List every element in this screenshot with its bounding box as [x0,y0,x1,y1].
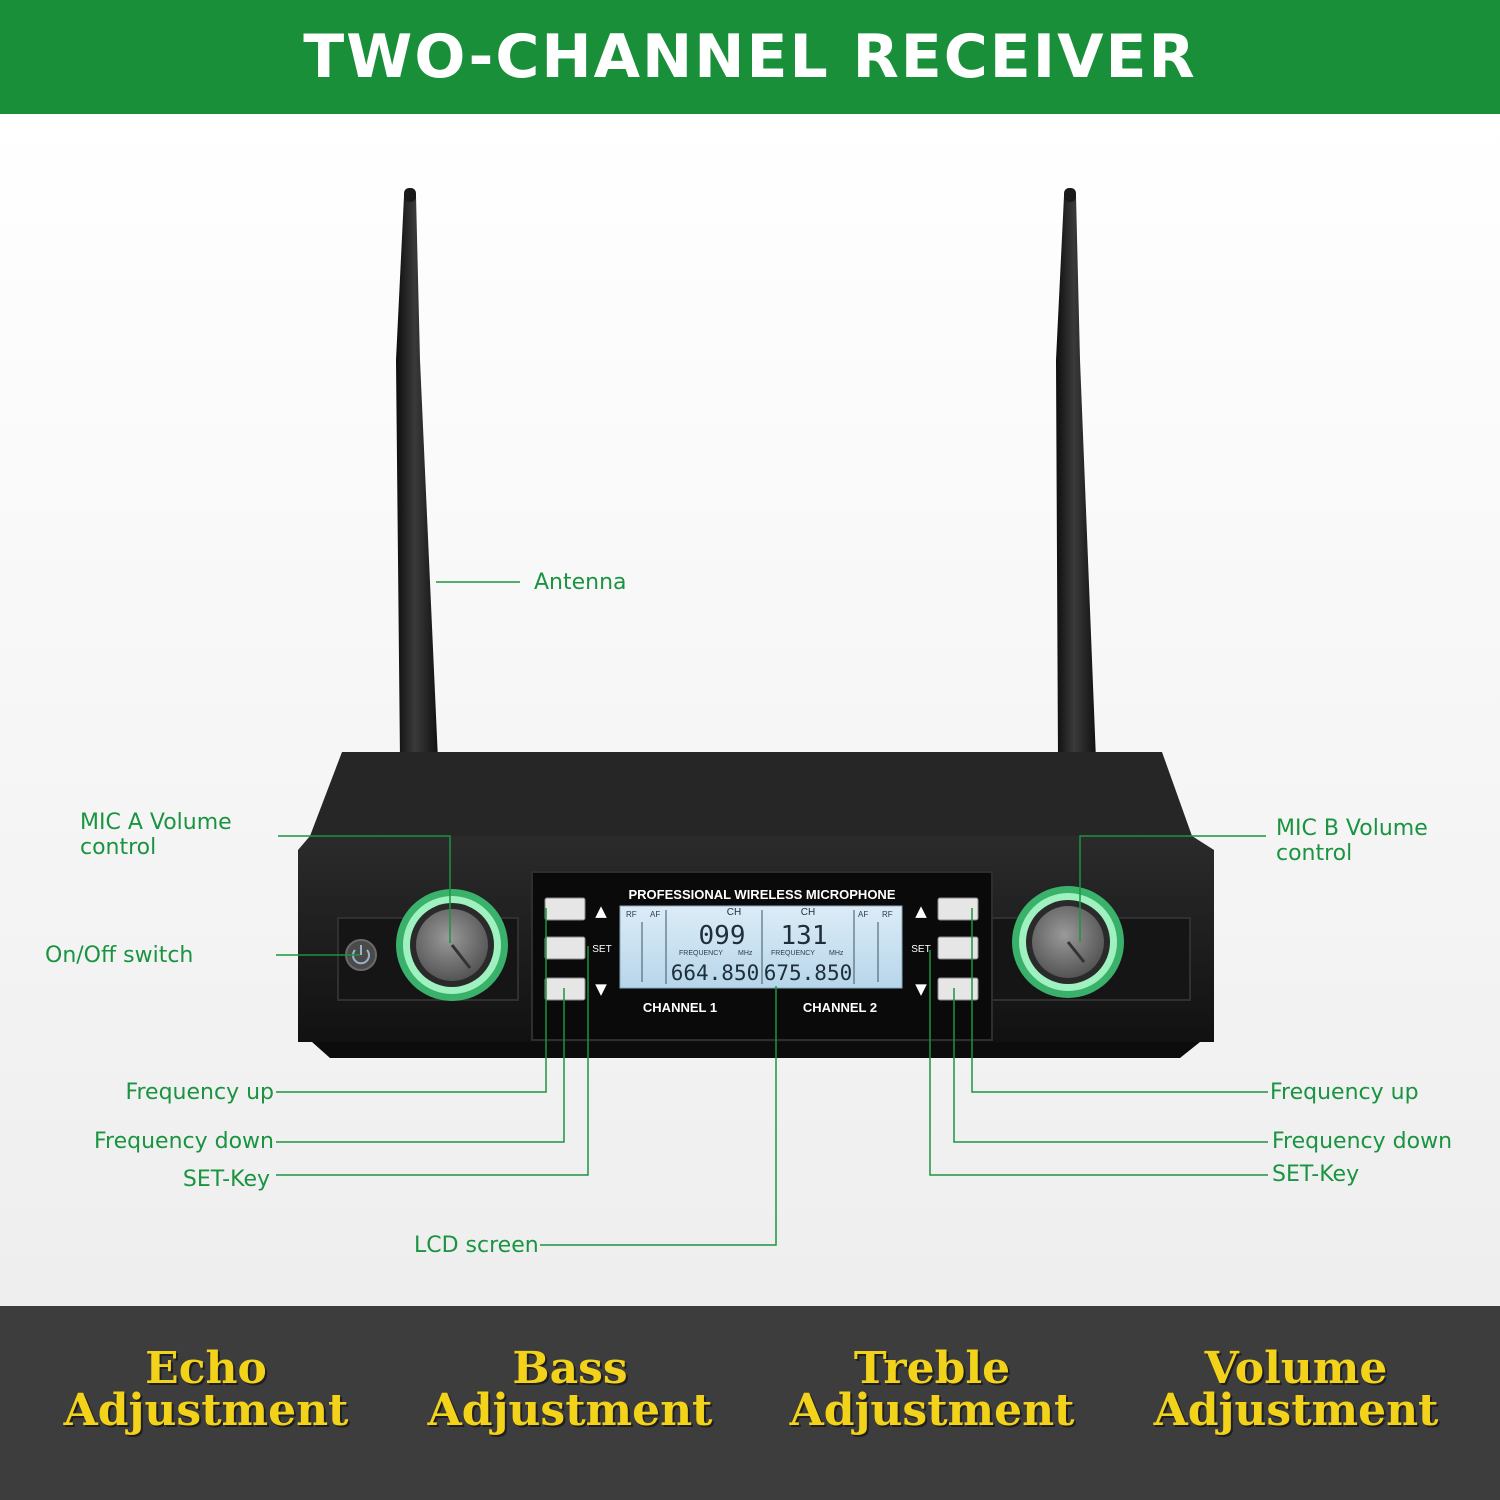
lcd-rf-label-left: RF [626,910,637,919]
leader-lines [276,581,1268,1246]
channel-2-label: CHANNEL 2 [803,1000,877,1015]
lcd-channel-1-number: 099 [699,921,746,951]
callout-right-frequency-up: Frequency up [1270,1080,1419,1105]
header-banner: TWO-CHANNEL RECEIVER [0,0,1500,114]
lcd-channel-2-frequency: 675.850 [764,961,853,985]
channel-1-buttons: ▲ SET ▼ [544,897,612,1001]
lcd-ch-label-2: CH [801,907,815,918]
channel-2-set-button[interactable] [937,936,979,960]
mic-b-volume-knob[interactable] [1012,886,1124,998]
callout-mic-b-volume-line-2: control [1276,841,1353,866]
callout-right-frequency-down: Frequency down [1272,1129,1453,1154]
lcd-frequency-label-2: FREQUENCY [771,950,815,957]
up-arrow-icon: ▲ [595,902,607,920]
mic-a-volume-knob[interactable] [396,889,508,1001]
down-arrow-icon: ▼ [915,980,927,998]
lcd-channel-2-number: 131 [781,921,828,951]
feature-bass: Bass Adjustment [400,1343,740,1436]
power-icon [352,949,370,965]
panel-title: PROFESSIONAL WIRELESS MICROPHONE [628,887,895,902]
channel-1-set-button[interactable] [544,936,586,960]
callout-mic-b-volume-line-1: MIC B Volume [1276,816,1428,841]
feature-treble-line-2: Adjustment [789,1385,1075,1436]
callout-lcd-screen: LCD screen [414,1233,539,1258]
callout-mic-a-volume-line-2: control [80,835,157,860]
feature-treble: Treble Adjustment [762,1343,1102,1436]
feature-bass-line-2: Adjustment [427,1385,713,1436]
channel-2-frequency-up-button[interactable] [937,897,979,921]
callout-on-off-switch: On/Off switch [45,943,194,968]
feature-banner: Echo Adjustment Bass Adjustment Treble A… [0,1306,1500,1500]
feature-echo-line-1: Echo [145,1343,267,1394]
set-label-right: SET [911,944,930,955]
feature-bass-line-1: Bass [512,1343,628,1394]
receiver-illustration: PROFESSIONAL WIRELESS MICROPHONE CHANNEL… [276,188,1268,1246]
lcd-channel-1-frequency: 664.850 [671,961,760,985]
lcd-mhz-label-1: MHz [738,950,753,957]
callout-left-set-key: SET-Key [182,1167,270,1192]
set-label-left: SET [592,944,611,955]
channel-1-frequency-down-button[interactable] [544,977,586,1001]
callout-left-frequency-up: Frequency up [125,1080,274,1105]
callout-antenna: Antenna [534,570,627,595]
lcd-af-label-right: AF [858,910,868,919]
callout-mic-a-volume-line-1: MIC A Volume [80,810,232,835]
lcd-af-label-left: AF [650,910,660,919]
up-arrow-icon: ▲ [915,902,927,920]
callout-left-frequency-down: Frequency down [93,1129,274,1154]
channel-2-frequency-down-button[interactable] [937,977,979,1001]
feature-treble-line-1: Treble [853,1343,1011,1394]
lcd-screen: RF AF AF RF CH CH 099 131 FREQUENCY MHz … [619,905,903,989]
lcd-ch-label-1: CH [727,907,741,918]
channel-1-label: CHANNEL 1 [643,1000,717,1015]
page-title: TWO-CHANNEL RECEIVER [303,22,1197,92]
channel-2-buttons: ▲ SET ▼ [911,897,979,1001]
feature-echo: Echo Adjustment [36,1343,376,1436]
channel-1-frequency-up-button[interactable] [544,897,586,921]
feature-volume-line-2: Adjustment [1153,1385,1439,1436]
callout-right-set-key: SET-Key [1272,1162,1360,1187]
product-diagram: PROFESSIONAL WIRELESS MICROPHONE CHANNEL… [0,114,1500,1306]
feature-echo-line-2: Adjustment [63,1385,349,1436]
lcd-mhz-label-2: MHz [829,950,844,957]
right-antenna [1056,188,1096,760]
lcd-frequency-label-1: FREQUENCY [679,950,723,957]
power-button[interactable] [345,939,377,971]
left-antenna [396,188,438,760]
feature-volume-line-1: Volume [1204,1343,1388,1394]
lcd-rf-label-right: RF [882,910,893,919]
down-arrow-icon: ▼ [595,980,607,998]
feature-volume: Volume Adjustment [1126,1343,1466,1436]
